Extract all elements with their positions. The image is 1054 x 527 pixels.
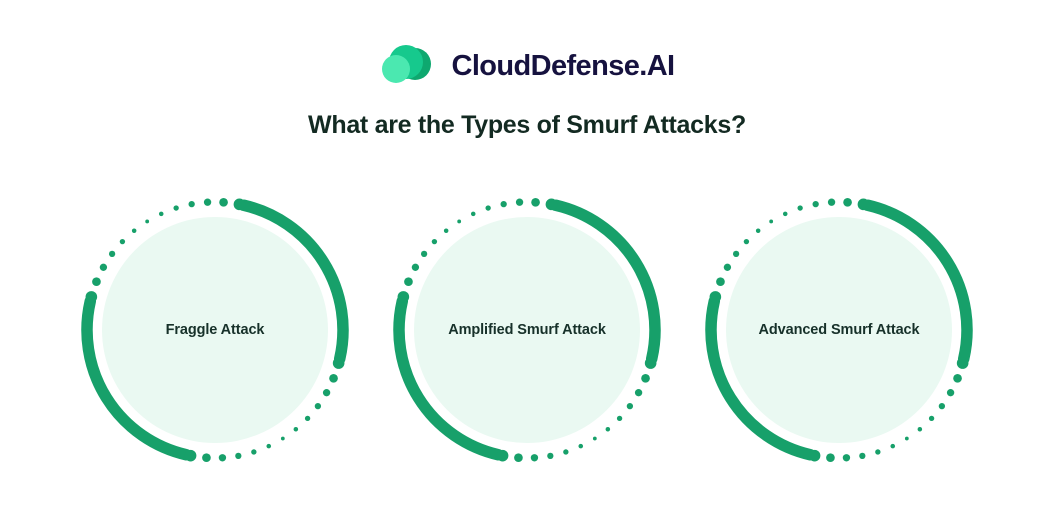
attack-type-label: Fraggle Attack	[165, 321, 265, 338]
attack-type-label: Amplified Smurf Attack	[448, 321, 606, 338]
page-title: What are the Types of Smurf Attacks?	[308, 111, 746, 139]
dotted-arc-ring-icon	[705, 197, 973, 463]
dotted-arc-ring-icon	[393, 197, 661, 463]
brand-header: CloudDefense.AI	[0, 40, 1054, 92]
attack-type-card: Advanced Smurf Attack	[694, 185, 984, 475]
attack-type-label: Advanced Smurf Attack	[758, 321, 920, 338]
attack-type-card: Amplified Smurf Attack	[382, 185, 672, 475]
cloud-three-circles-icon	[382, 45, 432, 83]
brand-name: CloudDefense.AI	[451, 49, 675, 82]
attack-type-cards: Fraggle Attack Amplified Smurf Attack Ad…	[0, 185, 1054, 485]
attack-type-card: Fraggle Attack	[70, 185, 360, 475]
dotted-arc-ring-icon	[81, 197, 349, 463]
